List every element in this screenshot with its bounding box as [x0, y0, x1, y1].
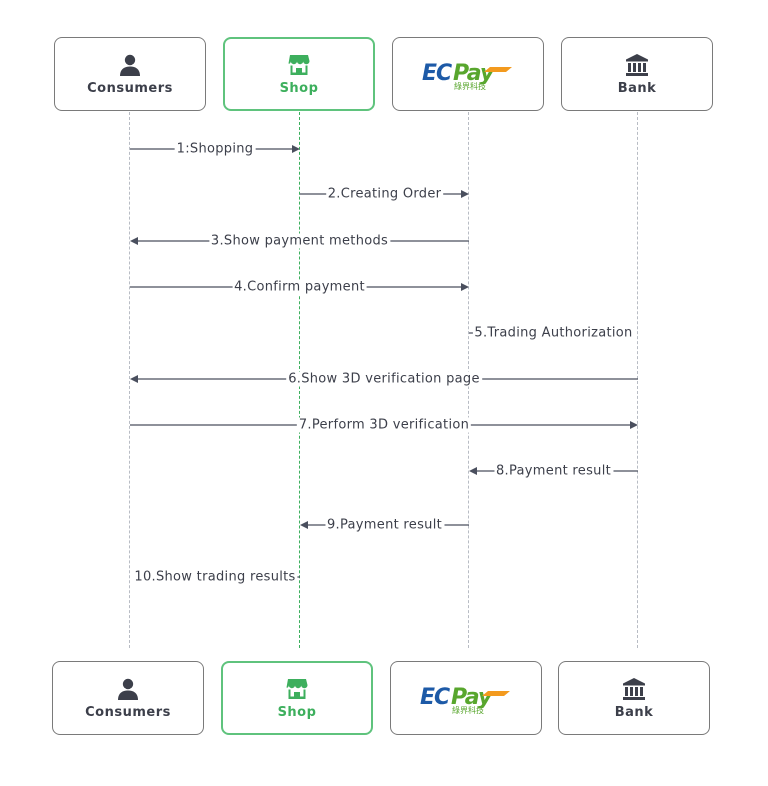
participant-shop-bottom: Shop [221, 661, 373, 735]
message-label: 10.Show trading results [132, 569, 298, 585]
participant-consumers-bottom: Consumers [52, 661, 204, 735]
storefront-icon [288, 54, 310, 75]
message-arrowhead [130, 237, 138, 245]
participant-label: Shop [277, 704, 317, 720]
message-arrowhead [461, 283, 469, 291]
lifeline-consumers [129, 112, 130, 648]
bank-icon [623, 677, 645, 700]
lifeline-bank [637, 112, 638, 648]
participant-consumers-top: Consumers [54, 37, 206, 111]
participant-shop-top: Shop [223, 37, 375, 111]
message-label: 4.Confirm payment [232, 279, 367, 295]
ecpay-logo-subtext: 綠界科技 [454, 81, 486, 90]
participant-label: Consumers [87, 80, 173, 96]
message-label: 9.Payment result [324, 517, 445, 533]
message-label: 6.Show 3D verification page [286, 371, 482, 387]
person-icon [118, 678, 138, 700]
svg-text:Pay: Pay [451, 685, 494, 710]
ecpay-logo: EC Pay 綠界科技 [420, 685, 510, 714]
participant-bank-top: Bank [561, 37, 713, 111]
message-label: 7.Perform 3D verification [296, 417, 472, 433]
svg-text:EC: EC [420, 685, 450, 710]
bank-icon [626, 53, 648, 76]
participant-ecpay-bottom: EC Pay 綠界科技 [390, 661, 542, 735]
message-arrowhead [461, 190, 469, 198]
svg-text:Pay: Pay [453, 61, 496, 86]
participant-label: Bank [614, 704, 654, 720]
person-icon [120, 54, 140, 76]
ecpay-logo-subtext: 綠界科技 [452, 705, 484, 714]
message-label: 5.Trading Authorization [472, 325, 635, 341]
ecpay-logo: EC Pay 綠界科技 [422, 61, 512, 90]
participant-label: Consumers [85, 704, 171, 720]
message-label: 1:Shopping [174, 141, 256, 157]
participant-bank-bottom: Bank [558, 661, 710, 735]
message-label: 8.Payment result [493, 463, 614, 479]
svg-text:EC: EC [422, 61, 452, 86]
storefront-icon [286, 678, 308, 699]
message-arrowhead [130, 375, 138, 383]
message-arrowhead [300, 521, 308, 529]
message-arrowhead [630, 421, 638, 429]
participant-ecpay-top: EC Pay 綠界科技 [392, 37, 544, 111]
message-arrowhead [292, 145, 300, 153]
message-label: 2.Creating Order [325, 186, 444, 202]
message-arrowhead [469, 467, 477, 475]
participant-label: Bank [617, 80, 657, 96]
participant-label: Shop [279, 80, 319, 96]
message-label: 3.Show payment methods [208, 233, 391, 249]
